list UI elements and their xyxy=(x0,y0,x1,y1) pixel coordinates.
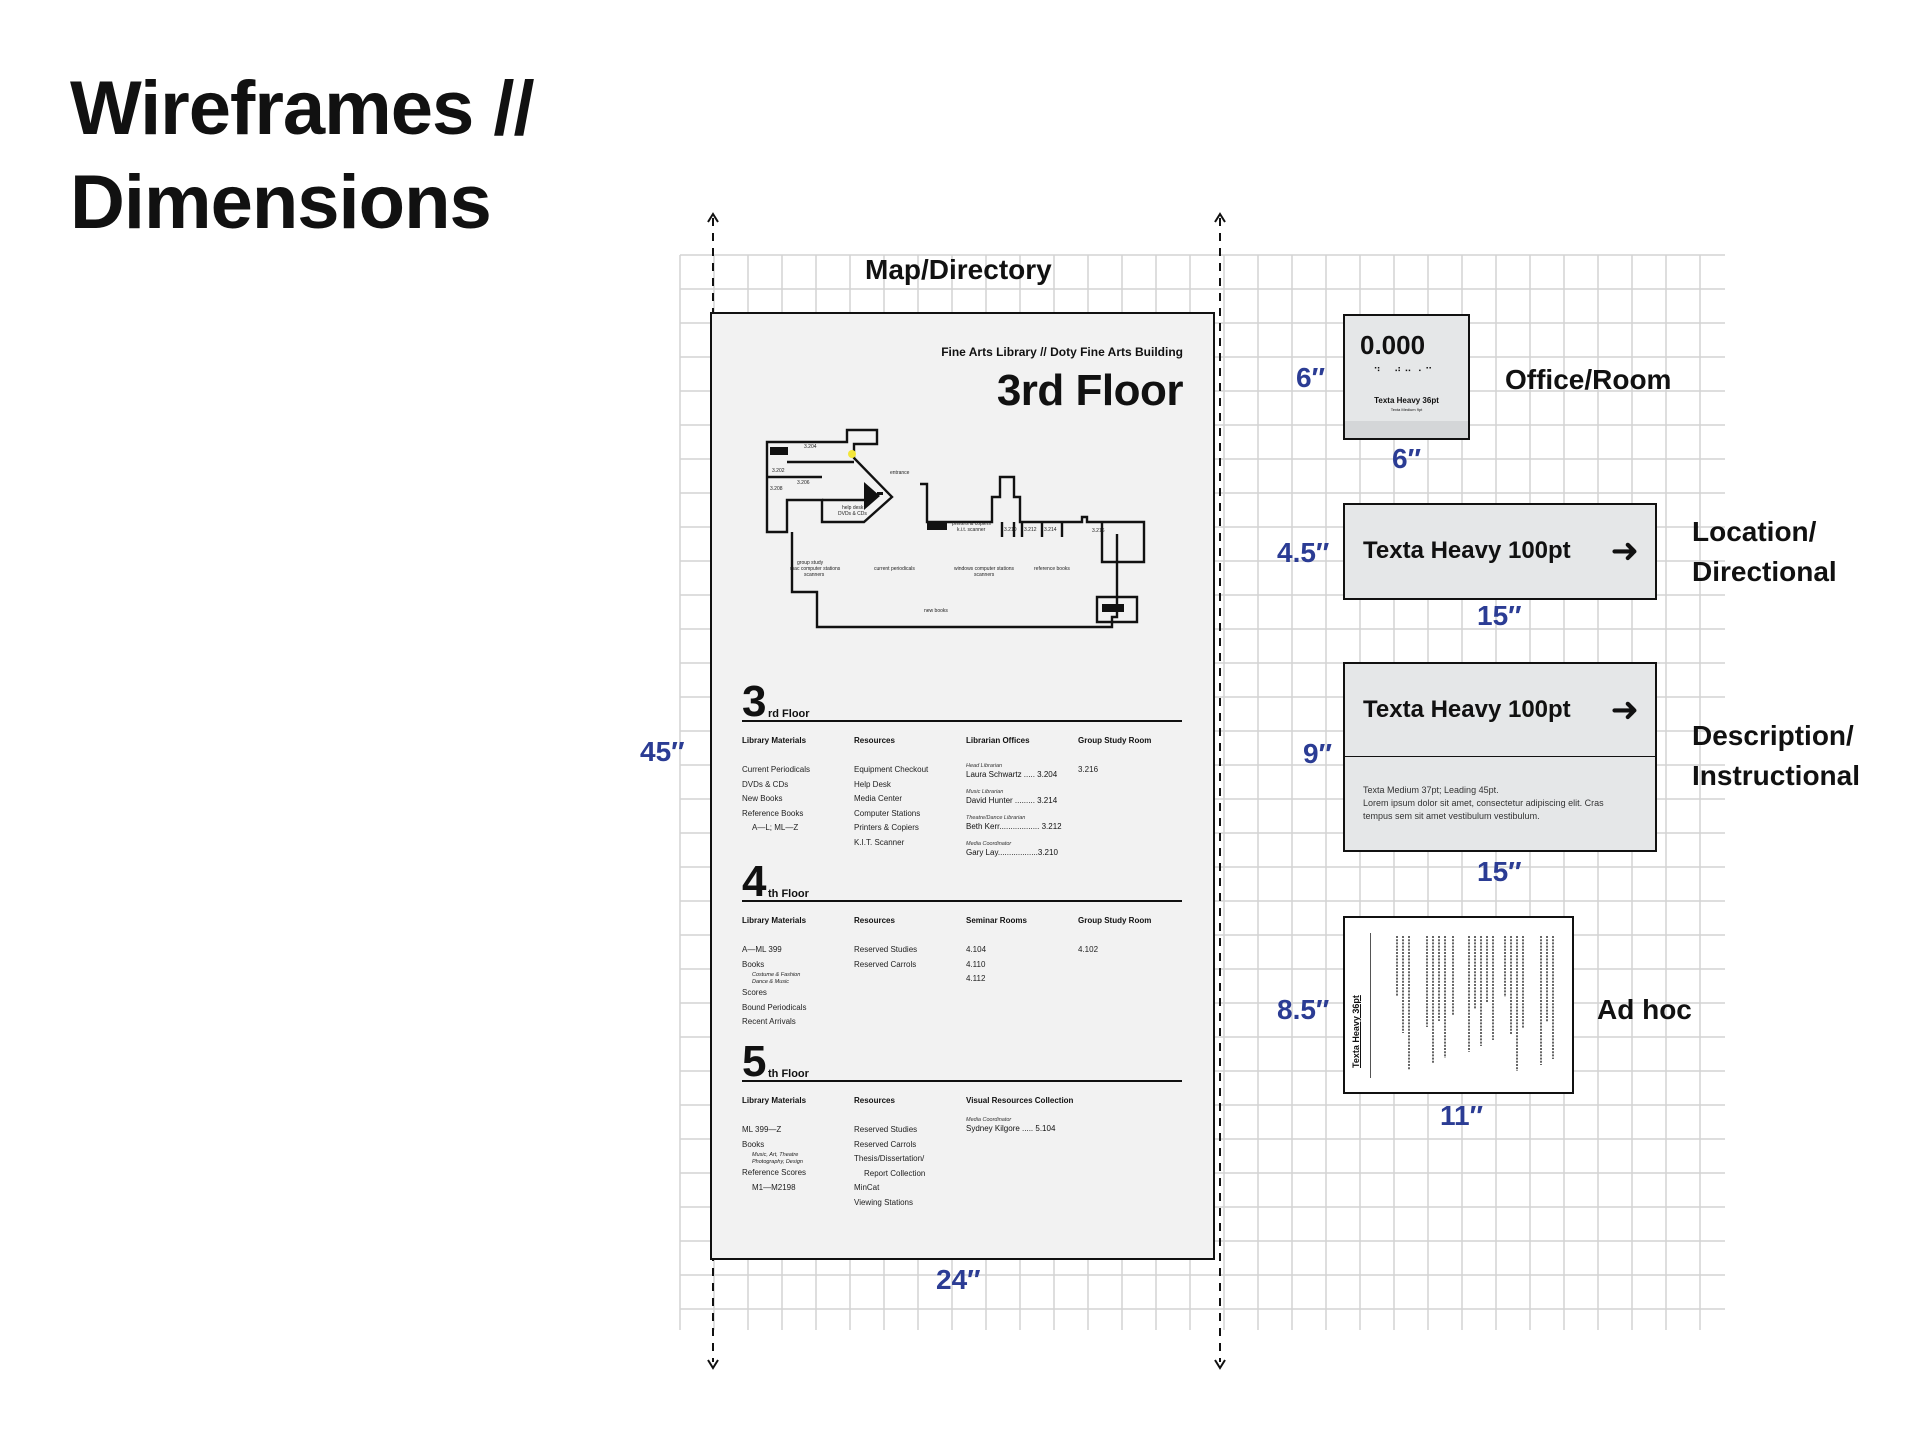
arrow-right-icon: ➜ xyxy=(1610,691,1640,729)
office-sign-caption: Texta Heavy 36pt xyxy=(1374,396,1439,405)
svg-text:3.204: 3.204 xyxy=(804,444,817,450)
floor-3-suffix: rd Floor xyxy=(768,708,810,720)
svg-text:entrance: entrance xyxy=(890,470,910,476)
floor-3-resources: Resources Equipment Checkout Help Desk M… xyxy=(854,736,929,847)
description-height-dimension: 9″ xyxy=(1303,738,1332,769)
floor-section-3: 3 rd Floor Library Materials Current Per… xyxy=(742,680,1182,862)
adhoc-text-columns xyxy=(1396,936,1554,1071)
adhoc-label: Ad hoc xyxy=(1597,994,1692,1025)
svg-text:reference books: reference books xyxy=(1034,566,1070,572)
floor-3-library-materials: Library Materials Current Periodicals DV… xyxy=(742,736,811,832)
description-width-dimension: 15″ xyxy=(1477,856,1522,887)
description-sign-body: Texta Medium 37pt; Leading 45pt. Lorem i… xyxy=(1363,785,1604,821)
svg-text:mac computer stations: mac computer stations xyxy=(790,566,841,572)
svg-text:3.212: 3.212 xyxy=(1024,527,1037,533)
map-directory-label: Map/Directory xyxy=(865,254,1052,285)
description-sign-text: Texta Heavy 100pt xyxy=(1363,696,1571,723)
floor-4-library-materials: Library Materials A—ML 399 Books Costume… xyxy=(742,916,807,1026)
map-height-dimension: 45″ xyxy=(640,736,685,767)
office-width-dimension: 6″ xyxy=(1392,443,1421,474)
svg-text:scanners: scanners xyxy=(804,572,825,578)
svg-text:DVDs & CDs: DVDs & CDs xyxy=(838,511,867,517)
office-room-label: Office/Room xyxy=(1505,364,1672,395)
svg-text:windows computer stations: windows computer stations xyxy=(954,566,1015,572)
office-height-dimension: 6″ xyxy=(1296,362,1325,393)
adhoc-height-dimension: 8.5″ xyxy=(1277,994,1330,1025)
floor-3-heading: 3 rd Floor xyxy=(742,680,1182,724)
svg-text:3.214: 3.214 xyxy=(1044,527,1057,533)
description-instructional-label: Description/ Instructional xyxy=(1692,720,1861,791)
svg-text:3.216: 3.216 xyxy=(1092,528,1105,534)
floor-5-suffix: th Floor xyxy=(768,1068,809,1080)
svg-text:3.210: 3.210 xyxy=(1004,527,1017,533)
svg-text:help desk: help desk xyxy=(842,505,864,511)
floor-4-group-study: Group Study Room 4.102 xyxy=(1078,916,1152,954)
arrow-up-icon xyxy=(707,212,719,223)
floor-plan: 3.204 3.202 3.206 3.208 entrance help de… xyxy=(765,428,1146,629)
page-title-line1: Wireframes // xyxy=(70,66,535,151)
arrow-up-icon xyxy=(1214,212,1226,223)
location-sign-text: Texta Heavy 100pt xyxy=(1363,537,1571,564)
floor-3-group-study: Group Study Room 3.216 xyxy=(1078,736,1152,774)
description-instructional-sign: Texta Heavy 100pt ➜ Texta Medium 37pt; L… xyxy=(1343,662,1657,852)
braille-text: ⠀⠲⠀⠴⠤⠠⠒ xyxy=(1363,364,1436,375)
floor-4-suffix: th Floor xyxy=(768,888,809,900)
floor-section-4: 4 th Floor Library Materials A—ML 399 Bo… xyxy=(742,860,1182,1042)
svg-text:k.i.t. scanner: k.i.t. scanner xyxy=(957,527,986,533)
floor-3-librarian-offices: Librarian Offices Head Librarian Laura S… xyxy=(966,736,1062,857)
map-directory-board: Fine Arts Library // Doty Fine Arts Buil… xyxy=(710,312,1215,1260)
office-room-sign: 0.000 ⠀⠲⠀⠴⠤⠠⠒ Texta Heavy 36pt Texta Med… xyxy=(1343,314,1470,440)
location-directional-label: Location/ Directional xyxy=(1692,516,1837,587)
adhoc-width-dimension: 11″ xyxy=(1440,1100,1484,1131)
board-floor-title: 3rd Floor xyxy=(996,366,1184,415)
svg-text:3.206: 3.206 xyxy=(797,480,810,486)
page-title: Wireframes // Dimensions xyxy=(70,62,535,250)
floor-4-seminar-rooms: Seminar Rooms 4.104 4.110 4.112 xyxy=(966,916,1027,983)
svg-text:scanners: scanners xyxy=(974,572,995,578)
room-number: 0.000 xyxy=(1360,330,1426,360)
floor-4-resources: Resources Reserved Studies Reserved Carr… xyxy=(854,916,918,969)
location-width-dimension: 15″ xyxy=(1477,600,1522,631)
location-height-dimension: 4.5″ xyxy=(1277,537,1330,568)
floor-5-heading: 5 th Floor xyxy=(742,1040,1182,1084)
svg-text:group study: group study xyxy=(797,560,824,566)
floor-5-resources: Resources Reserved Studies Reserved Carr… xyxy=(854,1096,926,1207)
arrow-down-icon xyxy=(1214,1359,1226,1370)
map-width-dimension: 24″ xyxy=(936,1264,981,1295)
floor-5-visual-resources: Visual Resources Collection Media Coordi… xyxy=(966,1096,1074,1133)
adhoc-sign-rule xyxy=(1370,933,1371,1078)
floor-4-number: 4 xyxy=(742,857,767,906)
office-sign-caption-small: Texta Medium 9pt xyxy=(1390,407,1423,412)
board-subtitle: Fine Arts Library // Doty Fine Arts Buil… xyxy=(941,345,1183,359)
floor-4-heading: 4 th Floor xyxy=(742,860,1182,904)
floor-3-number: 3 xyxy=(742,677,767,726)
description-sign-divider xyxy=(1345,756,1655,757)
floor-5-number: 5 xyxy=(742,1037,767,1086)
office-sign-band xyxy=(1345,421,1468,438)
arrow-down-icon xyxy=(707,1359,719,1370)
svg-text:3.208: 3.208 xyxy=(770,486,783,492)
floor-section-5: 5 th Floor Library Materials ML 399—Z Bo… xyxy=(742,1040,1182,1222)
arrow-right-icon: ➜ xyxy=(1610,532,1640,570)
adhoc-sign: Texta Heavy 36pt xyxy=(1343,916,1574,1094)
svg-text:3.202: 3.202 xyxy=(772,468,785,474)
floor-5-library-materials: Library Materials ML 399—Z Books Music, … xyxy=(742,1096,807,1192)
svg-text:current periodicals: current periodicals xyxy=(874,566,915,572)
svg-text:printers & copiers: printers & copiers xyxy=(952,521,991,527)
location-directional-sign: Texta Heavy 100pt ➜ xyxy=(1343,503,1657,600)
page-title-line2: Dimensions xyxy=(70,160,492,245)
svg-text:new books: new books xyxy=(924,608,948,614)
